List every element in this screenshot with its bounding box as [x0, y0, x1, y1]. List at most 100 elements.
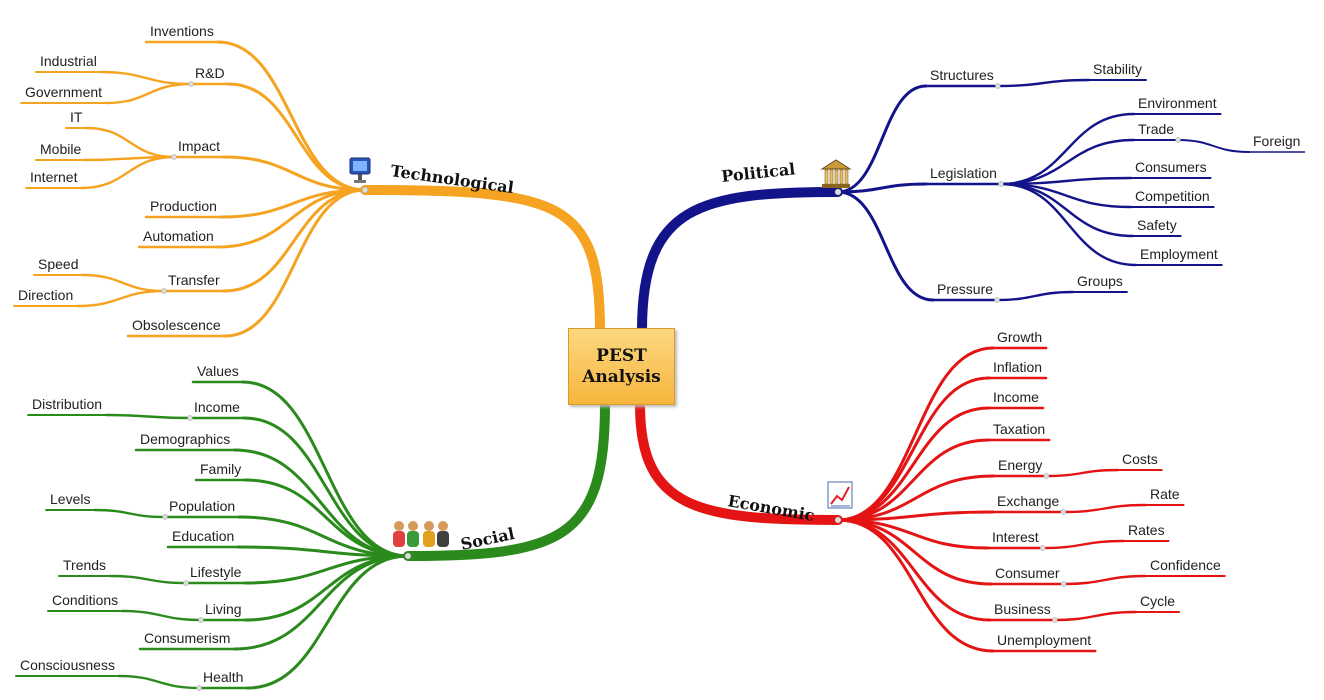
- branch-title-political[interactable]: Political: [720, 159, 796, 186]
- node-label[interactable]: Automation: [143, 228, 214, 244]
- node-junction[interactable]: [1043, 473, 1050, 479]
- node-label[interactable]: Living: [205, 601, 242, 617]
- government-building-icon: [820, 159, 852, 188]
- branch-connector: [232, 554, 410, 651]
- node-junction[interactable]: [1039, 545, 1046, 551]
- node-label[interactable]: Consumerism: [144, 630, 230, 646]
- branch-connector: [85, 126, 176, 159]
- node-junction[interactable]: [188, 81, 194, 87]
- node-label[interactable]: Government: [25, 84, 102, 100]
- node-label[interactable]: Direction: [18, 287, 73, 303]
- main-branch-social: [403, 400, 610, 561]
- node-label[interactable]: Income: [194, 399, 240, 415]
- branch-connector: [836, 518, 993, 586]
- node-label[interactable]: Production: [150, 198, 217, 214]
- node-label[interactable]: Family: [200, 461, 241, 477]
- node-label[interactable]: Industrial: [40, 53, 97, 69]
- branch-connector: [93, 508, 167, 519]
- node-label[interactable]: Environment: [1138, 95, 1217, 111]
- node-label[interactable]: Inflation: [993, 359, 1042, 375]
- branch-connector: [117, 674, 201, 690]
- node-label[interactable]: Internet: [30, 169, 78, 185]
- node-label[interactable]: Consumer: [995, 565, 1060, 581]
- node-junction[interactable]: [1052, 617, 1058, 623]
- node-junction[interactable]: [162, 514, 168, 520]
- branch-connector: [996, 78, 1091, 88]
- node-label[interactable]: Energy: [998, 457, 1042, 473]
- node-label[interactable]: R&D: [195, 65, 225, 81]
- node-label[interactable]: Education: [172, 528, 234, 544]
- node-junction[interactable]: [1175, 137, 1181, 143]
- chart-icon: [827, 481, 853, 509]
- node-junction[interactable]: [1060, 509, 1067, 515]
- central-topic-pest-analysis[interactable]: PEST Analysis: [568, 328, 675, 405]
- node-label[interactable]: Trends: [63, 557, 106, 573]
- node-label[interactable]: Groups: [1077, 273, 1123, 289]
- node-junction[interactable]: [161, 288, 167, 294]
- node-label[interactable]: Safety: [1137, 217, 1177, 233]
- node-label[interactable]: Lifestyle: [190, 564, 242, 580]
- node-label[interactable]: Transfer: [168, 272, 220, 288]
- node-label[interactable]: Distribution: [32, 396, 102, 412]
- node-label[interactable]: Health: [203, 669, 243, 685]
- node-label[interactable]: Trade: [1138, 121, 1174, 137]
- branch-connector: [999, 182, 1135, 238]
- node-junction[interactable]: [995, 83, 1001, 89]
- node-label[interactable]: Income: [993, 389, 1039, 405]
- node-label[interactable]: Speed: [38, 256, 78, 272]
- branch-connector: [76, 289, 166, 308]
- node-junction[interactable]: [198, 617, 204, 623]
- node-label[interactable]: Exchange: [997, 493, 1059, 509]
- node-label[interactable]: Employment: [1140, 246, 1218, 262]
- branch-connector: [836, 182, 928, 194]
- node-label[interactable]: Business: [994, 601, 1051, 617]
- branch-connector: [232, 448, 410, 558]
- node-junction[interactable]: [187, 415, 193, 421]
- node-junction[interactable]: [994, 297, 1000, 303]
- node-label[interactable]: Mobile: [40, 141, 81, 157]
- node-label[interactable]: Demographics: [140, 431, 230, 447]
- node-label[interactable]: Pressure: [937, 281, 993, 297]
- node-junction[interactable]: [171, 154, 177, 160]
- node-junction[interactable]: [183, 580, 189, 586]
- node-label[interactable]: Confidence: [1150, 557, 1221, 573]
- node-junction[interactable]: [998, 181, 1004, 187]
- node-label[interactable]: Interest: [992, 529, 1039, 545]
- node-label[interactable]: Inventions: [150, 23, 214, 39]
- node-junction[interactable]: [196, 685, 202, 691]
- node-junction[interactable]: [1060, 581, 1067, 587]
- hub-junction[interactable]: [834, 188, 842, 196]
- node-label[interactable]: Growth: [997, 329, 1042, 345]
- node-label[interactable]: Conditions: [52, 592, 118, 608]
- node-label[interactable]: Taxation: [993, 421, 1045, 437]
- node-label[interactable]: IT: [70, 109, 83, 125]
- central-topic-line2: Analysis: [582, 366, 661, 387]
- node-label[interactable]: Values: [197, 363, 239, 379]
- node-label[interactable]: Costs: [1122, 451, 1158, 467]
- node-label[interactable]: Stability: [1093, 61, 1142, 77]
- branch-connector: [236, 545, 410, 558]
- hub-junction[interactable]: [404, 552, 412, 560]
- node-label[interactable]: Consumers: [1135, 159, 1207, 175]
- hub-junction[interactable]: [361, 186, 369, 194]
- node-label[interactable]: Obsolescence: [132, 317, 221, 333]
- node-label[interactable]: Foreign: [1253, 133, 1300, 149]
- node-label[interactable]: Levels: [50, 491, 90, 507]
- branch-connector: [120, 609, 203, 622]
- node-label[interactable]: Impact: [178, 138, 220, 154]
- node-label[interactable]: Cycle: [1140, 593, 1175, 609]
- node-label[interactable]: Legislation: [930, 165, 997, 181]
- branch-connector: [836, 190, 935, 302]
- node-label[interactable]: Unemployment: [997, 632, 1091, 648]
- node-label[interactable]: Population: [169, 498, 235, 514]
- node-label[interactable]: Structures: [930, 67, 994, 83]
- node-label[interactable]: Competition: [1135, 188, 1210, 204]
- hub-junction[interactable]: [834, 516, 842, 524]
- node-label[interactable]: Rates: [1128, 522, 1165, 538]
- node-label[interactable]: Consciousness: [20, 657, 115, 673]
- branch-connector: [999, 182, 1138, 267]
- node-label[interactable]: Rate: [1150, 486, 1180, 502]
- branch-connector: [216, 40, 367, 192]
